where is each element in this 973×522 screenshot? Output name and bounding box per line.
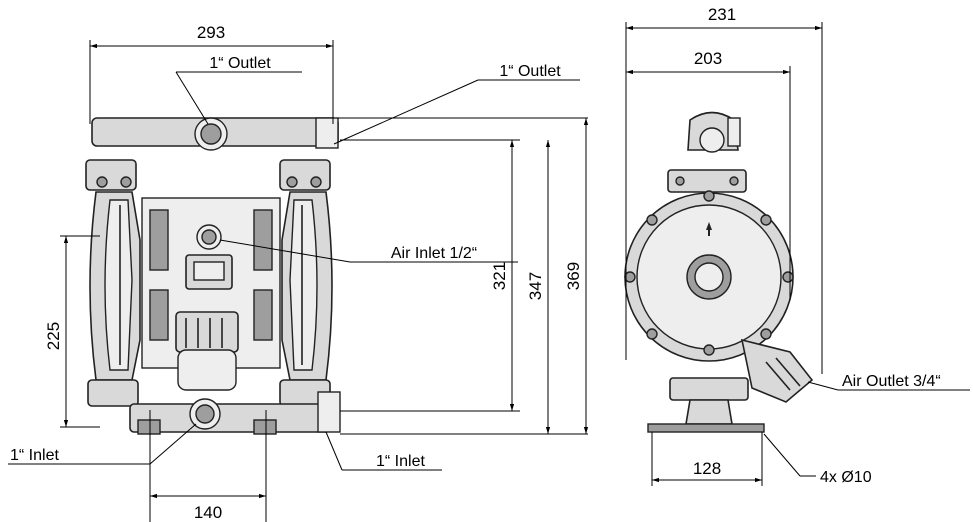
- dim-225-label: 225: [44, 322, 63, 350]
- dim-293-label: 293: [197, 23, 225, 42]
- front-dimension-lines: [60, 40, 589, 522]
- dim-369-label: 369: [564, 262, 583, 290]
- inlet-left-callout: 1“ Inlet: [10, 447, 59, 464]
- front-view-pump: [85, 117, 341, 435]
- dim-128-label: 128: [693, 459, 721, 478]
- mount-holes-callout: 4x Ø10: [820, 469, 872, 486]
- dim-347-label: 347: [526, 272, 545, 300]
- air-outlet-callout: Air Outlet 3/4“: [842, 373, 941, 390]
- outlet-side-callout: 1“ Outlet: [499, 63, 561, 80]
- side-callout-leaders: [763, 381, 970, 477]
- dim-140-label: 140: [194, 503, 222, 522]
- dim-203-label: 203: [694, 49, 722, 68]
- dim-231-label: 231: [708, 5, 736, 24]
- air-inlet-callout: Air Inlet 1/2“: [391, 245, 477, 262]
- dim-321-label: 321: [490, 262, 509, 290]
- outlet-top-callout: 1“ Outlet: [209, 55, 271, 72]
- inlet-right-callout: 1“ Inlet: [376, 453, 425, 470]
- front-callout-leaders: [8, 71, 580, 471]
- side-view-pump: [624, 111, 814, 433]
- side-dimension-lines: [625, 22, 823, 486]
